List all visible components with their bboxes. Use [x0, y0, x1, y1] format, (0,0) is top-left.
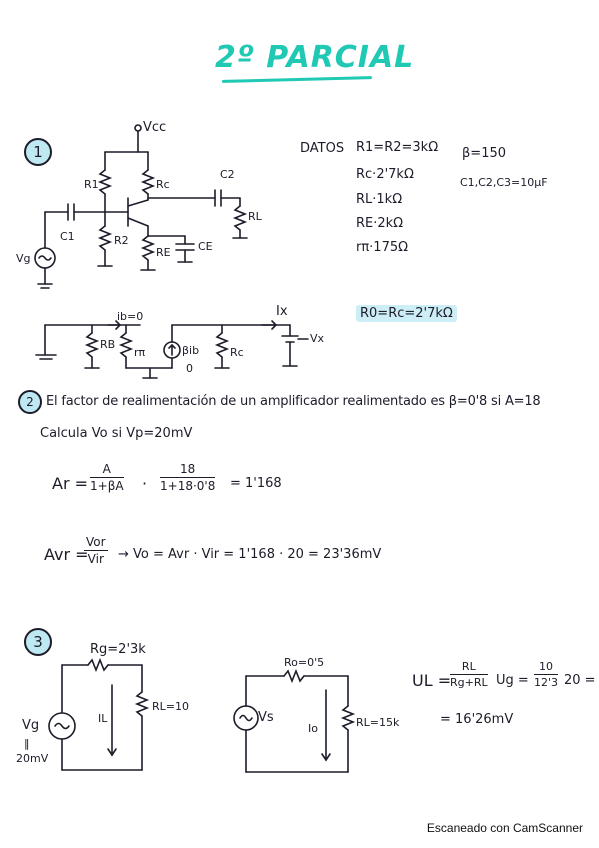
eq1-f2-den: 1+18·0'8 — [160, 479, 216, 493]
eq1-f1-num: A — [90, 462, 124, 478]
label-vg: Vg — [16, 252, 31, 265]
p3-io: Io — [308, 722, 318, 735]
ss-vx: Vx — [310, 332, 325, 345]
camscanner-footer: Escaneado con CamScanner — [426, 821, 583, 835]
p3-il: IL — [98, 712, 108, 725]
ss-rb: RB — [100, 338, 116, 351]
ss-source: βib — [182, 344, 200, 357]
eq2-lhs: Avr = — [44, 545, 89, 564]
p3-mid: Ug = — [496, 673, 529, 688]
problem-2-statement-line2: Calcula Vo si Vp=20mV — [40, 426, 193, 441]
eq1-fraction-2: 18 1+18·0'8 — [160, 462, 216, 493]
problem-1-result: R0=Rc=2'7kΩ — [356, 305, 457, 322]
p3-eq-lhs: UL = — [412, 671, 452, 690]
datos-item-5: rπ·175Ω — [356, 240, 409, 255]
eq1-lhs: Ar = — [52, 474, 89, 493]
problem-3-number: 3 — [24, 628, 52, 656]
label-c2: C2 — [220, 168, 235, 181]
label-re: RE — [156, 246, 171, 259]
problem-2-statement-line1: El factor de realimentación de un amplif… — [46, 394, 541, 409]
p3-rg: Rg=2'3k — [90, 642, 146, 657]
label-rc: Rc — [156, 178, 170, 191]
datos-item-4: RE·2kΩ — [356, 216, 404, 231]
eq1-result: = 1'168 — [230, 476, 282, 491]
p3-ro: Ro=0'5 — [284, 656, 325, 669]
eq2-fraction: Vor Vir — [84, 535, 108, 566]
ss-rc: Rc — [230, 346, 244, 359]
label-ce: CE — [198, 240, 213, 253]
eq1-dot: · — [142, 474, 148, 493]
ss-zero: 0 — [186, 362, 193, 375]
label-r2: R2 — [114, 234, 129, 247]
eq1-f1-den: 1+βA — [90, 479, 124, 493]
ss-ix: Ix — [276, 304, 288, 319]
datos-caps: C1,C2,C3=10µF — [460, 176, 548, 189]
p3-tail: 20 = — [564, 673, 596, 688]
p3-f2-num: 10 — [534, 660, 559, 675]
problem-2-number: 2 — [18, 390, 42, 414]
page-title: 2º PARCIAL — [215, 40, 415, 75]
p3-vs: Vs — [258, 710, 274, 725]
ss-ib: ib=0 — [117, 310, 144, 323]
datos-beta: β=150 — [462, 146, 507, 161]
eq2-den: Vir — [87, 552, 104, 566]
result-highlight: R0=Rc=2'7kΩ — [356, 305, 457, 322]
p3-rl1: RL=10 — [152, 700, 189, 713]
p3-fraction-2: 10 12'3 — [534, 660, 559, 689]
p3-rl2: RL=15k — [356, 716, 400, 729]
datos-item-2: Rc·2'7kΩ — [356, 167, 414, 182]
p3-f1-den: Rg+RL — [450, 676, 488, 689]
datos-item-1: R1=R2=3kΩ — [356, 140, 439, 155]
eq1-fraction-1: A 1+βA — [90, 462, 124, 493]
p3-result: = 16'26mV — [440, 712, 514, 727]
eq1-f2-num: 18 — [160, 462, 216, 478]
problem-1-number: 1 — [24, 138, 52, 166]
p3-vg: Vg — [22, 718, 40, 733]
ss-rpi: rπ — [134, 346, 146, 359]
datos-label: DATOS — [300, 141, 345, 156]
label-rl: RL — [248, 210, 262, 223]
eq2-rest: → Vo = Avr · Vir = 1'168 · 20 = 23'36mV — [118, 547, 382, 562]
label-vcc: Vcc — [143, 120, 167, 135]
p3-f1-num: RL — [450, 660, 488, 675]
eq2-num: Vor — [84, 535, 108, 551]
label-c1: C1 — [60, 230, 75, 243]
datos-item-3: RL·1kΩ — [356, 192, 403, 207]
label-r1: R1 — [84, 178, 99, 191]
p3-fraction-1: RL Rg+RL — [450, 660, 488, 689]
p3-vg-value: 20mV — [16, 752, 49, 765]
p3-eq-sign: ‖ — [24, 737, 30, 750]
p3-f2-den: 12'3 — [534, 676, 559, 689]
